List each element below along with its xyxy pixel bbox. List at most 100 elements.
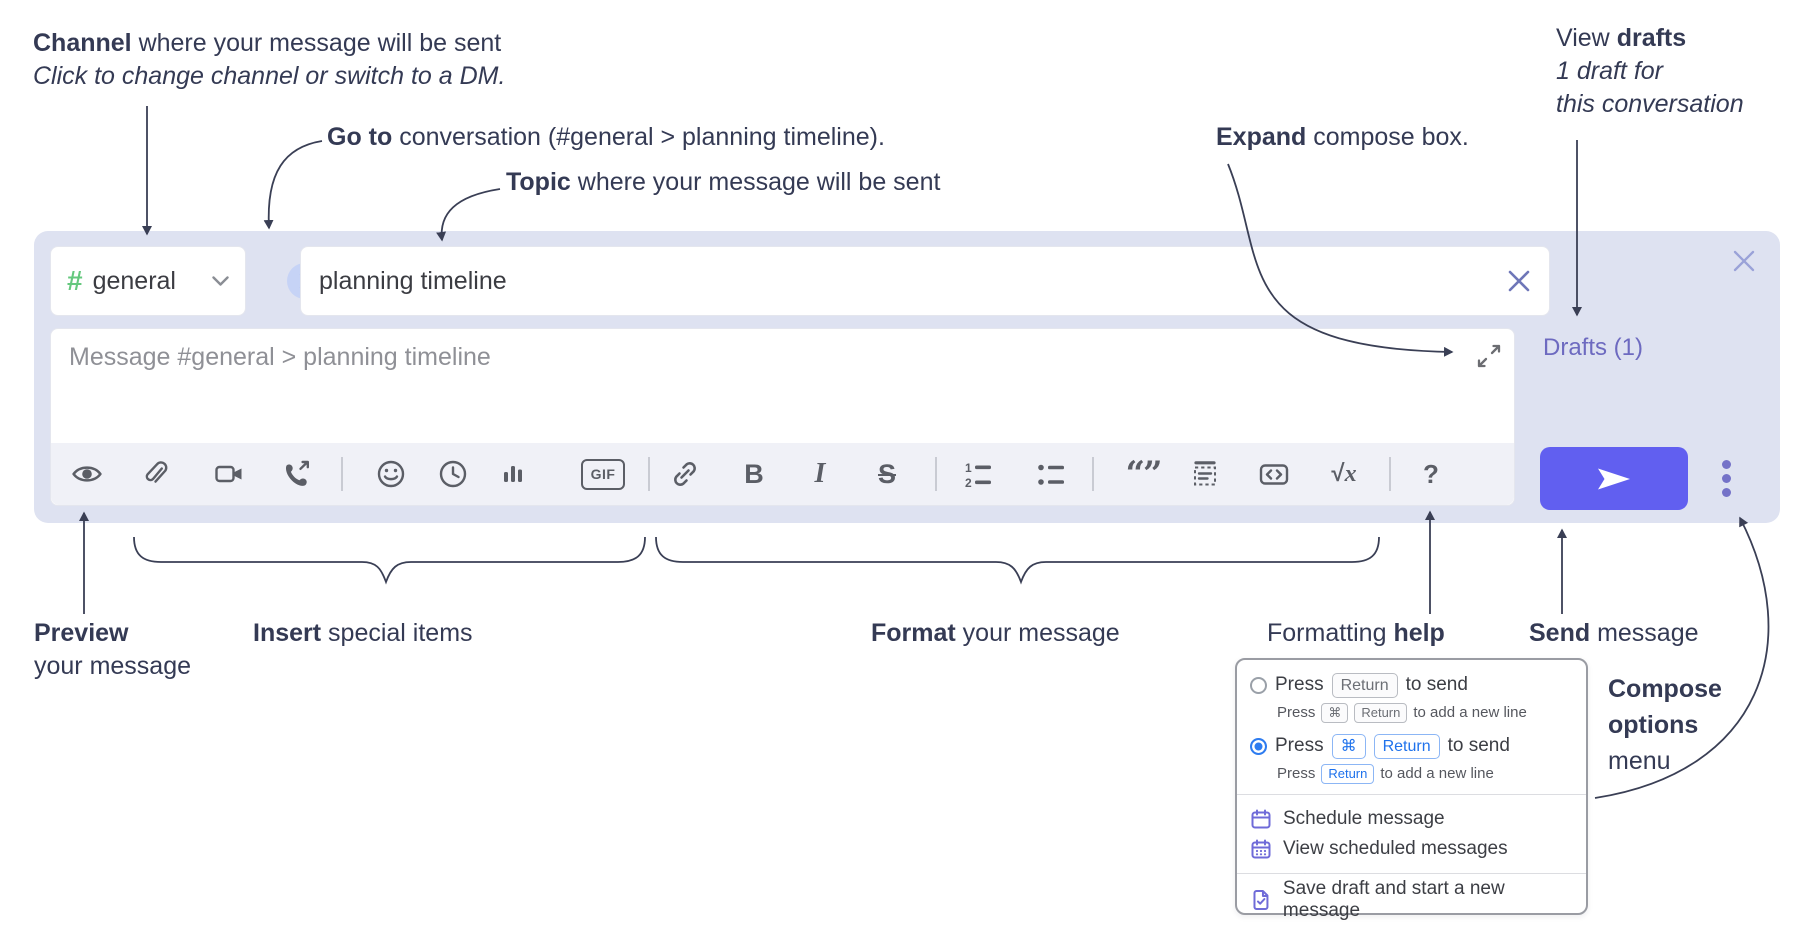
radio-unselected-icon[interactable] bbox=[1250, 676, 1267, 694]
spoiler-icon bbox=[1194, 461, 1216, 486]
view-drafts-note: View drafts 1 draft for this conversatio… bbox=[1556, 24, 1744, 118]
toolbar-divider bbox=[648, 457, 650, 491]
ellipsis-dot bbox=[1722, 488, 1731, 497]
code-button[interactable] bbox=[1258, 458, 1290, 490]
draft-document-check-icon bbox=[1253, 889, 1269, 910]
compose-toolbar: GIF B I bbox=[51, 443, 1514, 505]
option-cmd-return-subtext: Press Return to add a new line bbox=[1277, 763, 1494, 784]
return-keycap: Return bbox=[1354, 702, 1408, 723]
link-icon bbox=[674, 462, 696, 486]
message-placeholder: Message #general > planning timeline bbox=[69, 343, 491, 371]
return-keycap: Return bbox=[1321, 763, 1375, 784]
goto-note: Go to conversation (#general > planning … bbox=[327, 123, 885, 151]
eye-icon bbox=[72, 466, 102, 482]
italic-button[interactable]: I bbox=[804, 458, 836, 490]
expand-icon bbox=[1477, 344, 1501, 368]
schedule-message-item[interactable]: Schedule message bbox=[1237, 804, 1586, 834]
message-formatting-help-button[interactable]: ? bbox=[1421, 458, 1441, 490]
compose-options-menu-button[interactable] bbox=[1722, 460, 1731, 497]
ellipsis-dot bbox=[1722, 474, 1731, 483]
poll-button[interactable] bbox=[497, 458, 529, 490]
voice-call-button[interactable] bbox=[281, 458, 313, 490]
view-scheduled-messages-item[interactable]: View scheduled messages bbox=[1237, 834, 1586, 864]
gif-icon: GIF bbox=[581, 458, 625, 490]
chevron-down-icon bbox=[212, 275, 229, 286]
code-icon bbox=[1259, 464, 1289, 485]
close-compose-button[interactable] bbox=[1730, 247, 1758, 275]
phone-call-icon bbox=[285, 460, 309, 486]
formatting-help-note: Formatting help bbox=[1267, 619, 1445, 647]
video-camera-icon bbox=[215, 465, 242, 483]
calendar-icon bbox=[1251, 809, 1271, 829]
schedule-time-button[interactable] bbox=[437, 458, 469, 490]
brace-insert bbox=[133, 536, 646, 585]
italic-icon: I bbox=[814, 458, 826, 489]
math-icon: √x bbox=[1331, 460, 1357, 487]
preview-note: Preview your message bbox=[34, 619, 192, 680]
format-note: Format your message bbox=[871, 619, 1120, 647]
option-cmd-return-to-send[interactable]: Press ⌘ Return to send bbox=[1237, 732, 1586, 760]
bold-button[interactable]: B bbox=[738, 458, 770, 490]
menu-divider bbox=[1237, 794, 1586, 795]
send-note: Send message bbox=[1529, 619, 1699, 647]
link-button[interactable] bbox=[669, 458, 701, 490]
toolbar-divider bbox=[1092, 457, 1094, 491]
gif-button[interactable]: GIF bbox=[581, 458, 625, 490]
compose-box: # general planning timeline bbox=[34, 231, 1780, 523]
send-icon bbox=[1598, 468, 1630, 489]
clock-icon bbox=[439, 460, 467, 488]
svg-text:2: 2 bbox=[965, 476, 972, 490]
channel-note: Channel where your message will be sent … bbox=[33, 29, 506, 90]
topic-value: planning timeline bbox=[319, 266, 507, 295]
return-keycap: Return bbox=[1373, 733, 1440, 759]
arrow-goto bbox=[263, 140, 323, 230]
numbered-list-button[interactable]: 1 2 bbox=[962, 458, 994, 490]
video-call-button[interactable] bbox=[213, 458, 245, 490]
attach-file-button[interactable] bbox=[139, 458, 171, 490]
menu-divider bbox=[1237, 873, 1586, 874]
drafts-link[interactable]: Drafts (1) bbox=[1543, 334, 1644, 361]
close-icon bbox=[1733, 250, 1755, 272]
topic-input[interactable]: planning timeline bbox=[300, 246, 1550, 316]
channel-selector[interactable]: # general bbox=[50, 246, 246, 316]
emoji-button[interactable] bbox=[375, 458, 407, 490]
clear-topic-button[interactable] bbox=[1507, 269, 1531, 293]
quote-icon: “” bbox=[1125, 454, 1162, 494]
smiley-icon bbox=[377, 460, 405, 488]
question-mark-icon: ? bbox=[1423, 459, 1439, 489]
close-icon bbox=[1508, 270, 1530, 292]
compose-options-note: Compose options menu bbox=[1608, 675, 1722, 775]
brace-format bbox=[655, 536, 1380, 585]
spoiler-button[interactable] bbox=[1189, 458, 1221, 490]
compose-options-menu: Press Return to send Press ⌘ Return to a… bbox=[1235, 658, 1588, 921]
send-button[interactable] bbox=[1540, 447, 1688, 510]
paperclip-icon bbox=[145, 461, 168, 483]
cmd-keycap: ⌘ bbox=[1321, 702, 1349, 723]
channel-name: general bbox=[92, 266, 176, 295]
quote-button[interactable]: “” bbox=[1123, 454, 1163, 494]
save-draft-item[interactable]: Save draft and start a new message bbox=[1237, 878, 1586, 921]
strikethrough-icon: S bbox=[877, 459, 896, 489]
toolbar-divider bbox=[1389, 457, 1391, 491]
bar-chart-icon bbox=[504, 466, 522, 482]
topic-note: Topic where your message will be sent bbox=[506, 168, 941, 196]
math-button[interactable]: √x bbox=[1324, 458, 1364, 490]
ellipsis-dot bbox=[1722, 460, 1731, 469]
option-return-to-send[interactable]: Press Return to send bbox=[1237, 671, 1586, 699]
channel-hash-icon: # bbox=[67, 265, 83, 296]
bold-icon: B bbox=[744, 459, 764, 489]
radio-selected-icon[interactable] bbox=[1250, 737, 1267, 755]
expand-note: Expand compose box. bbox=[1216, 123, 1469, 151]
calendar-grid-icon bbox=[1251, 839, 1271, 859]
toolbar-divider bbox=[341, 457, 343, 491]
numbered-list-icon: 1 2 bbox=[965, 461, 991, 490]
option-return-subtext: Press ⌘ Return to add a new line bbox=[1277, 702, 1527, 723]
message-input[interactable]: Message #general > planning timeline bbox=[50, 328, 1515, 506]
bulleted-list-button[interactable] bbox=[1035, 458, 1067, 490]
insert-note: Insert special items bbox=[253, 619, 473, 647]
strikethrough-button[interactable]: S bbox=[871, 458, 903, 490]
preview-button[interactable] bbox=[71, 458, 103, 490]
bulleted-list-icon bbox=[1038, 464, 1064, 485]
expand-compose-button[interactable] bbox=[1476, 343, 1502, 369]
